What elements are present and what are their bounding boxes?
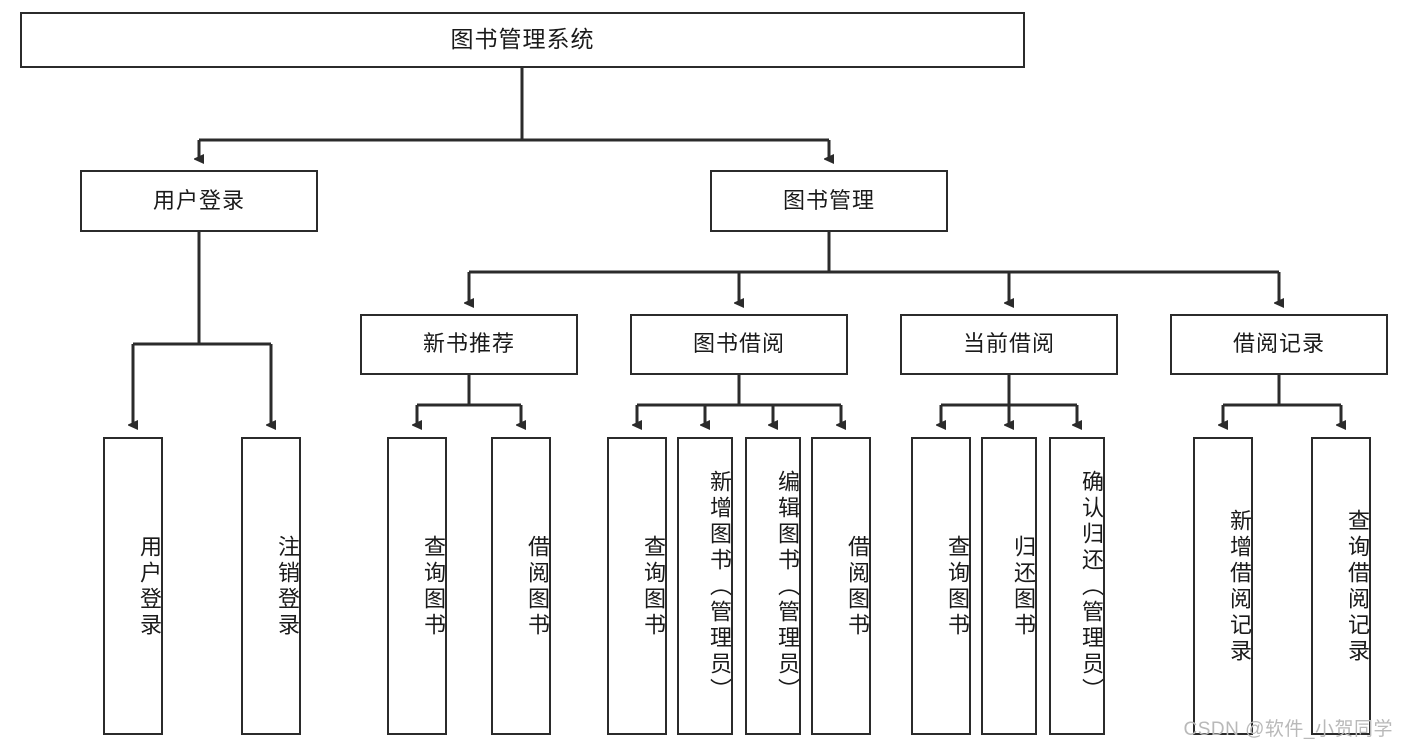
leaf-borrow-record-query[interactable]: 查询借阅记录 [1311, 437, 1371, 735]
node-label: 查询借阅记录 [1345, 509, 1370, 665]
node-book-borrow[interactable]: 图书借阅 [630, 314, 848, 375]
node-label: 图书借阅 [692, 331, 785, 357]
leaf-user-login-logout[interactable]: 注销登录 [241, 437, 301, 735]
node-label: 新书推荐 [422, 331, 515, 357]
node-label: 查询图书 [641, 535, 666, 639]
node-root-system[interactable]: 图书管理系统 [20, 12, 1025, 68]
leaf-book-borrow-query[interactable]: 查询图书 [607, 437, 667, 735]
leaf-current-borrow-query[interactable]: 查询图书 [911, 437, 971, 735]
leaf-new-book-borrow[interactable]: 借阅图书 [491, 437, 551, 735]
leaf-borrow-record-add[interactable]: 新增借阅记录 [1193, 437, 1253, 735]
node-label: 图书管理 [782, 187, 875, 213]
node-label: 图书管理系统 [450, 26, 595, 53]
node-current-borrow[interactable]: 当前借阅 [900, 314, 1118, 375]
node-book-management[interactable]: 图书管理 [710, 170, 948, 232]
node-label: 当前借阅 [962, 331, 1055, 357]
node-label: 借阅图书 [845, 535, 870, 639]
node-label: 新增借阅记录 [1227, 509, 1252, 665]
node-label: 确认归还（管理员） [1079, 470, 1104, 704]
node-label: 用户登录 [152, 187, 245, 213]
node-user-login[interactable]: 用户登录 [80, 170, 318, 232]
node-label: 查询图书 [421, 535, 446, 639]
leaf-book-borrow-edit[interactable]: 编辑图书（管理员） [745, 437, 801, 735]
node-label: 借阅图书 [525, 535, 550, 639]
node-label: 注销登录 [275, 535, 300, 639]
leaf-book-borrow-add[interactable]: 新增图书（管理员） [677, 437, 733, 735]
node-new-book-recommend[interactable]: 新书推荐 [360, 314, 578, 375]
leaf-current-borrow-return[interactable]: 归还图书 [981, 437, 1037, 735]
leaf-new-book-query[interactable]: 查询图书 [387, 437, 447, 735]
node-label: 借阅记录 [1232, 331, 1325, 357]
node-borrow-record[interactable]: 借阅记录 [1170, 314, 1388, 375]
leaf-user-login-login[interactable]: 用户登录 [103, 437, 163, 735]
watermark-text: CSDN @软件_小贺同学 [1183, 719, 1393, 740]
leaf-current-borrow-confirm-return[interactable]: 确认归还（管理员） [1049, 437, 1105, 735]
leaf-book-borrow-borrow[interactable]: 借阅图书 [811, 437, 871, 735]
node-label: 归还图书 [1011, 535, 1036, 639]
node-label: 编辑图书（管理员） [775, 470, 800, 704]
node-label: 新增图书（管理员） [707, 470, 732, 704]
node-label: 查询图书 [945, 535, 970, 639]
node-label: 用户登录 [137, 535, 162, 639]
